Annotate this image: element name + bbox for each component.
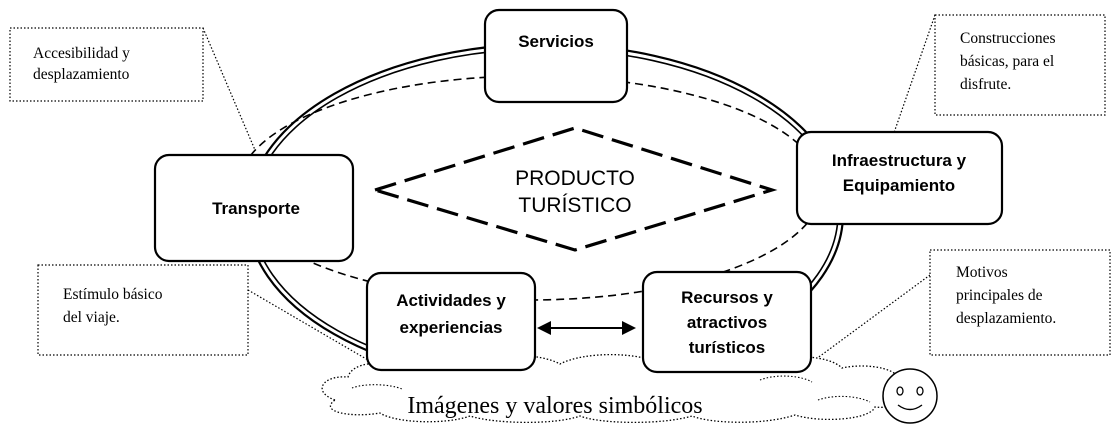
note-accesibilidad: Accesibilidad y desplazamiento (9, 27, 204, 102)
note-construcciones-line-1: Construcciones (960, 30, 1056, 47)
note-construcciones-line-3: disfrute. (960, 76, 1011, 93)
node-actividades-line-2: experiencias (399, 318, 502, 337)
node-actividades-line-1: Actividades y (396, 291, 506, 310)
node-servicios-label: Servicios (518, 32, 594, 51)
cloud-caption: Imágenes y valores simbólicos (407, 393, 702, 419)
note-estimulo-line-1: Estímulo básico (63, 286, 163, 303)
note-motivos-line-1: Motivos (956, 264, 1008, 281)
note-accesibilidad-line-2: desplazamiento (33, 66, 130, 83)
leader-line-construcciones (887, 14, 936, 151)
product-title-line-2: TURÍSTICO (518, 194, 631, 217)
node-recursos: Recursos y atractivos turísticos (641, 270, 813, 374)
note-accesibilidad-line-1: Accesibilidad y (33, 45, 130, 62)
note-estimulo: Estímulo básico del viaje. (37, 264, 249, 356)
product-diamond (369, 126, 778, 252)
node-actividades: Actividades y experiencias (365, 271, 537, 372)
node-infraestructura: Infraestructura y Equipamiento (795, 130, 1004, 226)
note-motivos-line-3: desplazamiento. (956, 310, 1056, 327)
note-estimulo-line-2: del viaje. (63, 309, 120, 326)
smiley-face-icon (882, 368, 938, 424)
leader-line-estimulo (247, 289, 369, 361)
node-transporte-label: Transporte (212, 199, 300, 218)
note-motivos-line-2: principales de (956, 287, 1043, 304)
note-construcciones: Construcciones básicas, para el disfrute… (934, 14, 1106, 116)
node-recursos-line-3: turísticos (689, 338, 766, 357)
bidirectional-arrow (537, 321, 636, 335)
node-servicios: Servicios (483, 8, 629, 104)
node-transporte: Transporte (153, 153, 355, 263)
note-motivos: Motivos principales de desplazamiento. (929, 249, 1111, 356)
node-recursos-line-2: atractivos (687, 313, 767, 332)
node-infraestructura-line-2: Equipamiento (843, 176, 955, 195)
node-recursos-line-1: Recursos y (681, 288, 773, 307)
leader-line-motivos (811, 274, 931, 363)
note-construcciones-line-2: básicas, para el (960, 53, 1054, 70)
node-infraestructura-line-1: Infraestructura y (832, 151, 967, 170)
leader-line-accesibilidad (202, 27, 256, 151)
product-title-line-1: PRODUCTO (515, 167, 635, 190)
